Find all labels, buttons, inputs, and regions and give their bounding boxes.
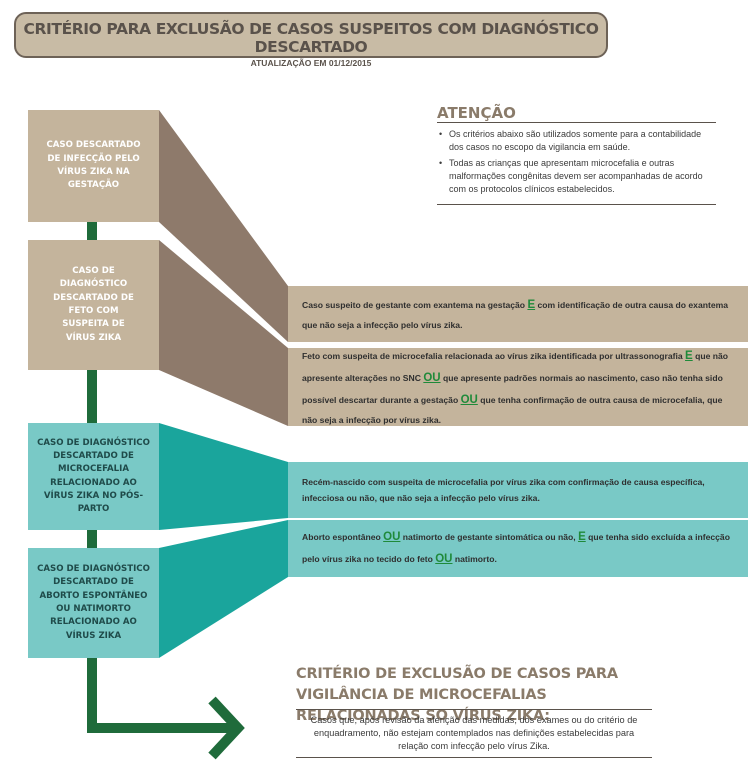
header-banner: CRITÉRIO PARA EXCLUSÃO DE CASOS SUSPEITO…	[14, 12, 608, 68]
criterion-text: Aborto espontâneo OU natimorto de gestan…	[302, 530, 730, 565]
connector-2	[159, 240, 288, 426]
case-label: CASO DE DIAGNÓSTICO DESCARTADO DE MICROC…	[37, 437, 150, 515]
attention-item: Os critérios abaixo são utilizados somen…	[437, 128, 714, 154]
criterion-box-3: Recém-nascido com suspeita de microcefal…	[288, 462, 748, 518]
flow-line-horizontal	[87, 723, 237, 733]
criterion-text: Recém-nascido com suspeita de microcefal…	[302, 476, 705, 503]
exclusion-text: Casos que, após revisão da aferição das …	[310, 715, 638, 751]
case-box-pos-parto: CASO DE DIAGNÓSTICO DESCARTADO DE MICROC…	[28, 423, 159, 530]
connector-word: E	[685, 350, 693, 363]
criterion-box-2: Feto com suspeita de microcefalia relaci…	[288, 348, 748, 426]
case-box-feto: CASO DE DIAGNÓSTICO DESCARTADO DE FETO C…	[28, 240, 159, 370]
exclusion-box: Casos que, após revisão da aferição das …	[296, 709, 652, 758]
arrow-right-icon	[208, 696, 245, 760]
case-label: CASO DE DIAGNÓSTICO DESCARTADO DE ABORTO…	[37, 564, 150, 641]
criterion-box-1: Caso suspeito de gestante com exantema n…	[288, 286, 748, 342]
page-subtitle: ATUALIZAÇÃO EM 01/12/2015	[250, 58, 372, 68]
connector-word: OU	[423, 371, 441, 384]
connector-1	[159, 110, 288, 342]
case-box-aborto: CASO DE DIAGNÓSTICO DESCARTADO DE ABORTO…	[28, 548, 159, 658]
exclusion-title: CRITÉRIO DE EXCLUSÃO DE CASOS PARA VIGIL…	[296, 666, 618, 725]
connector-word: OU	[460, 393, 478, 406]
connector-word: E	[527, 298, 536, 311]
criterion-text: Feto com suspeita de microcefalia relaci…	[302, 350, 729, 425]
connector-3	[159, 423, 288, 530]
attention-box: Os critérios abaixo são utilizados somen…	[437, 122, 716, 206]
case-label: CASO DE DIAGNÓSTICO DESCARTADO DE FETO C…	[53, 266, 134, 343]
case-label: CASO DESCARTADO DE INFECÇÃO PELO VÍRUS Z…	[46, 140, 141, 191]
criterion-box-4: Aborto espontâneo OU natimorto de gestan…	[288, 520, 748, 577]
attention-item: Todas as crianças que apresentam microce…	[437, 157, 714, 196]
criterion-text: Caso suspeito de gestante com exantema n…	[302, 298, 729, 330]
connector-word: OU	[435, 552, 453, 565]
connector-word: E	[578, 530, 586, 543]
page-title: CRITÉRIO PARA EXCLUSÃO DE CASOS SUSPEITO…	[23, 20, 599, 56]
connector-4	[159, 520, 288, 658]
attention-title: ATENÇÃO	[437, 104, 516, 122]
case-box-gestacao: CASO DESCARTADO DE INFECÇÃO PELO VÍRUS Z…	[28, 110, 159, 222]
connector-word: OU	[383, 530, 401, 543]
